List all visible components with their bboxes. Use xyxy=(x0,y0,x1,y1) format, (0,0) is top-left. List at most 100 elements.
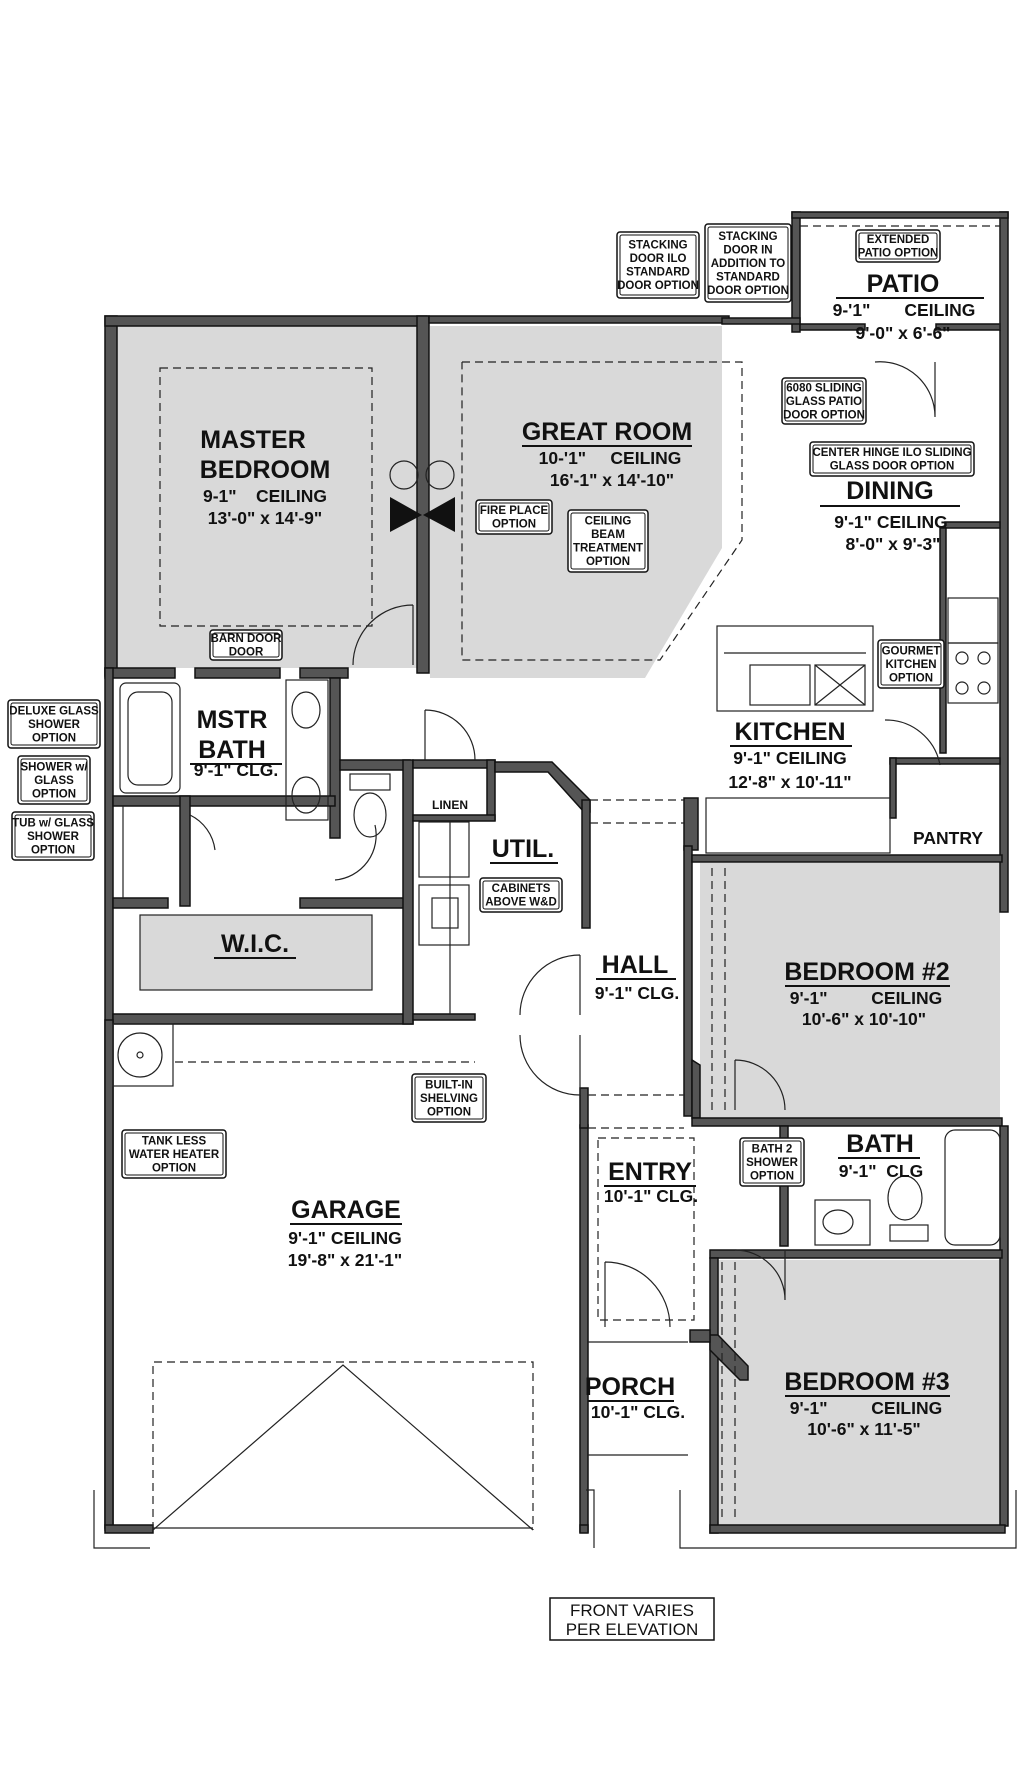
kitchen-label: KITCHEN xyxy=(734,718,845,746)
master-tub xyxy=(119,682,181,794)
option-gourmet-kitchen-line-1: GOURMET xyxy=(882,645,941,657)
porch-ceiling: 10'-1" CLG. xyxy=(591,1402,685,1422)
bed2-door-swing xyxy=(734,1059,786,1111)
kitchen-island xyxy=(716,625,874,712)
wic-shelf xyxy=(139,914,373,991)
great-room-ceiling-outline xyxy=(461,361,743,661)
option-stacking-ilo-line-1: STACKING xyxy=(628,240,687,252)
option-center-hinge-line-1: CENTER HINGE ILO SLIDING xyxy=(812,447,971,459)
wic-label: W.I.C. xyxy=(221,930,289,958)
option-shower-glass-line-2: GLASS xyxy=(34,775,74,787)
option-bath2-shower-line-1: BATH 2 xyxy=(752,1143,793,1155)
pantry-door-swing xyxy=(884,719,941,766)
mstr-bath-label-2: BATH xyxy=(198,736,266,764)
bath2-vanity xyxy=(814,1199,871,1246)
fireplace-circle-1 xyxy=(389,460,419,490)
master-toilet-tank xyxy=(349,773,391,791)
option-stacking-addition-line-5: DOOR OPTION xyxy=(707,285,789,297)
bath-label: BATH xyxy=(846,1130,914,1158)
option-sliding-6080-line-3: DOOR OPTION xyxy=(783,409,865,421)
master-vanity xyxy=(285,679,329,821)
sink-2 xyxy=(291,776,321,814)
wic-fill xyxy=(140,915,372,990)
garage-door-slope xyxy=(152,1364,534,1531)
util-door-swing xyxy=(519,954,581,1016)
master-bedroom-label-2: BEDROOM xyxy=(200,456,331,484)
sink-1 xyxy=(291,691,321,729)
option-deluxe-glass-line-1: DELUXE GLASS xyxy=(9,705,99,717)
option-shower-glass-line-3: OPTION xyxy=(32,788,76,800)
linen-label: LINEN xyxy=(432,798,468,812)
entry-ceiling: 10'-1" CLG. xyxy=(604,1186,698,1206)
hall-label: HALL xyxy=(602,951,669,979)
option-center-hinge: CENTER HINGE ILO SLIDING GLASS DOOR OPTIO… xyxy=(809,441,975,477)
mstr-bath-label-1: MSTR xyxy=(197,706,268,734)
garage-ceiling: 9'-1" CEILING xyxy=(288,1228,402,1248)
option-bath2-shower-line-2: SHOWER xyxy=(746,1157,798,1169)
option-stacking-ilo-line-2: DOOR ILO xyxy=(630,253,687,265)
front-note-line-2: PER ELEVATION xyxy=(566,1620,699,1639)
option-fire-place-line-2: OPTION xyxy=(492,519,536,531)
bedroom2-label: BEDROOM #2 xyxy=(784,958,949,986)
option-built-in-shelving-line-1: BUILT-IN xyxy=(425,1079,473,1091)
option-tankless-heater-line-2: WATER HEATER xyxy=(129,1149,220,1161)
porch-label: PORCH xyxy=(585,1373,675,1401)
room-labels: MASTER BEDROOM 9-1" CEILING 13'-0" x 14'… xyxy=(190,270,984,1439)
bedroom3-ceiling: 9'-1" CEILING xyxy=(790,1398,942,1418)
kitchen-counter xyxy=(705,797,891,854)
master-bedroom-fill xyxy=(112,326,417,668)
doors xyxy=(189,361,941,1328)
kitchen-ceiling: 9'-1" CEILING xyxy=(733,748,847,768)
dining-size: 8'-0" x 9'-3" xyxy=(846,534,941,554)
dining-label: DINING xyxy=(846,477,934,505)
garage-size: 19'-8" x 21'-1" xyxy=(288,1250,402,1270)
option-built-in-shelving-line-2: SHELVING xyxy=(420,1093,478,1105)
hall-ceiling: 9'-1" CLG. xyxy=(595,983,679,1003)
water-heater xyxy=(117,1032,163,1078)
garage-door-swing xyxy=(519,1034,581,1096)
master-toilet-bowl xyxy=(353,792,387,838)
bedroom2-fill xyxy=(700,863,1000,1118)
washer xyxy=(418,821,470,878)
fireplace-circle-2 xyxy=(425,460,455,490)
option-cabinets-wd-line-2: ABOVE W&D xyxy=(485,897,557,909)
option-tankless-heater-line-3: OPTION xyxy=(152,1162,196,1174)
option-center-hinge-line-2: GLASS DOOR OPTION xyxy=(830,461,955,473)
option-tub-glass-line-3: OPTION xyxy=(31,844,75,856)
master-door-swing xyxy=(352,604,414,666)
option-gourmet-kitchen-line-2: KITCHEN xyxy=(885,659,936,671)
front-base-left xyxy=(93,1490,150,1549)
option-tub-glass-line-2: SHOWER xyxy=(27,831,79,843)
bedroom3-label: BEDROOM #3 xyxy=(784,1368,949,1396)
garage-label: GARAGE xyxy=(291,1196,401,1224)
option-tankless-heater-line-1: TANK LESS xyxy=(142,1135,207,1147)
patio-size: 9'-0" x 6'-6" xyxy=(856,323,951,343)
util-label: UTIL. xyxy=(492,835,555,863)
kitchen-size: 12'-8" x 10'-11" xyxy=(728,772,851,792)
front-note-line-1: FRONT VARIES xyxy=(570,1601,694,1620)
patio-label: PATIO xyxy=(867,270,940,298)
option-ceiling-beam-line-1: CEILING xyxy=(585,516,632,528)
wic-door-swing xyxy=(334,824,377,881)
master-bedroom-size: 13'-0" x 14'-9" xyxy=(208,508,322,528)
option-deluxe-glass-line-3: OPTION xyxy=(32,732,76,744)
bath2-tub xyxy=(944,1129,1001,1246)
option-barn-door-line-1: BARN DOOR xyxy=(211,633,283,645)
option-bath2-shower-line-3: OPTION xyxy=(750,1170,794,1182)
fixtures xyxy=(93,218,1017,1549)
range xyxy=(947,642,999,704)
option-stacking-ilo-line-4: DOOR OPTION xyxy=(617,280,699,292)
great-room-size: 16'-1" x 14'-10" xyxy=(550,470,674,490)
option-stacking-addition-line-4: STANDARD xyxy=(716,271,780,283)
